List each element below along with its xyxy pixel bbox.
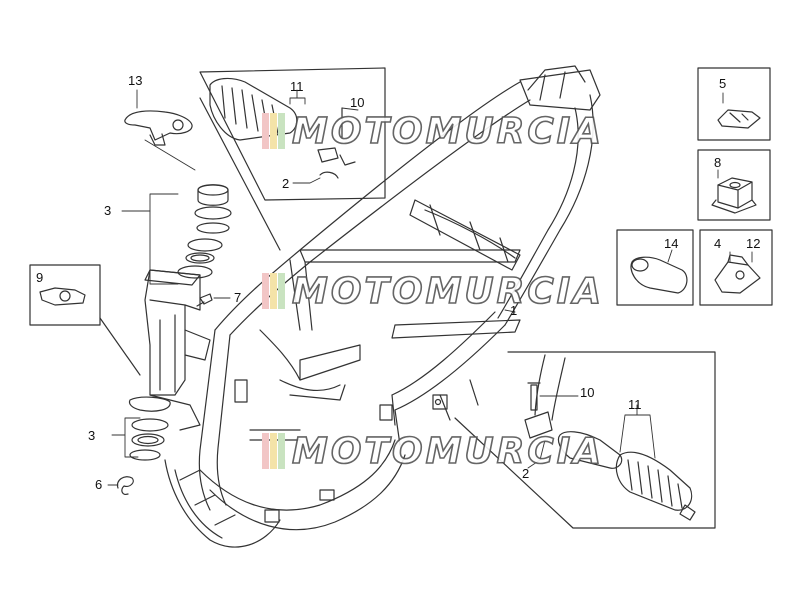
watermark-logo-marks [262,113,285,469]
part-label-3-bottom: 3 [88,428,96,443]
part-6-clip-drawing [116,476,134,495]
watermark-text: MOTOMURCIA [291,111,605,152]
part-8-inset [697,149,771,221]
part-label-7: 7 [234,290,242,305]
part-14-inset [616,229,694,306]
part-label-12: 12 [746,236,761,251]
part-label-8: 8 [714,155,722,170]
top-footrest-inset [199,67,386,251]
leader-lines [107,89,753,486]
part-label-11-top: 11 [290,79,304,94]
part-label-10-top: 10 [350,95,365,110]
part-label-4: 4 [714,236,722,251]
part-label-5: 5 [719,76,727,91]
part-5-inset [697,67,771,141]
part-label-2-bottom: 2 [522,466,530,481]
scooter-frame [164,65,601,548]
steering-head-tube [128,269,211,431]
part-label-9: 9 [36,270,44,285]
watermark-text: MOTOMURCIA [291,431,605,472]
part-label-1: 1 [510,303,518,318]
part-label-3-top: 3 [104,203,112,218]
part-label-14: 14 [664,236,679,251]
watermark-bottom: MOTOMURCIA [291,430,605,474]
part-9-inset [29,264,141,376]
part-13-drawing [124,110,193,146]
watermark-middle: MOTOMURCIA [291,270,605,314]
part-label-10-bottom: 10 [580,385,595,400]
part-3-bearing-stack-top [177,184,232,279]
part-label-2-top: 2 [282,176,290,191]
bottom-footrest-inset [454,351,716,529]
part-label-13: 13 [128,73,143,88]
watermark-top: MOTOMURCIA [291,110,605,154]
part-label-6: 6 [95,477,103,492]
part-7-bolt-drawing [196,293,213,307]
part-label-11-bottom: 11 [628,397,642,412]
part-4-12-inset [699,229,773,306]
part-3-bearing-stack-bottom [129,418,169,461]
watermark-text: MOTOMURCIA [291,271,605,312]
